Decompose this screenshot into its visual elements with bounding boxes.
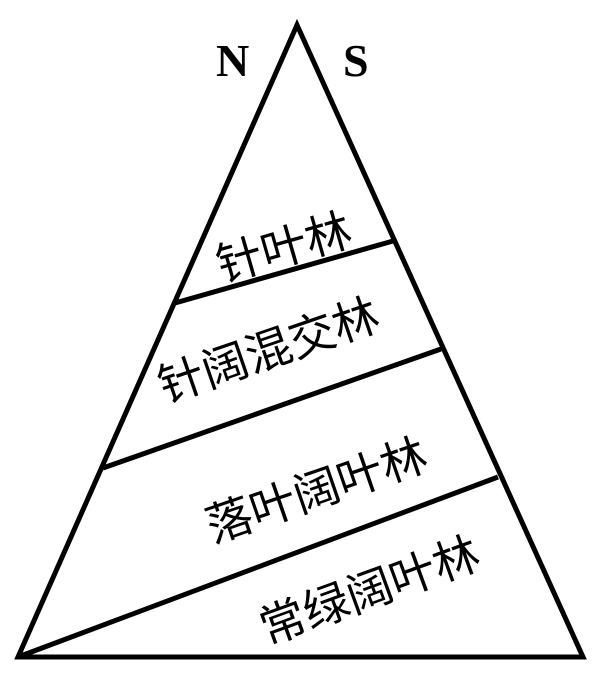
- zone-label-coniferous: 针叶林: [210, 203, 358, 293]
- divider-2: [102, 346, 442, 471]
- south-label: S: [343, 35, 369, 86]
- north-label: N: [216, 35, 249, 86]
- zone-label-evergreen: 常绿阔叶林: [252, 526, 487, 655]
- divider-3: [17, 474, 499, 660]
- divider-1: [174, 238, 394, 306]
- zone-label-deciduous: 落叶阔叶林: [199, 427, 434, 553]
- pyramid-outline: [14, 18, 587, 660]
- zone-label-mixed: 针阔混交林: [151, 287, 386, 413]
